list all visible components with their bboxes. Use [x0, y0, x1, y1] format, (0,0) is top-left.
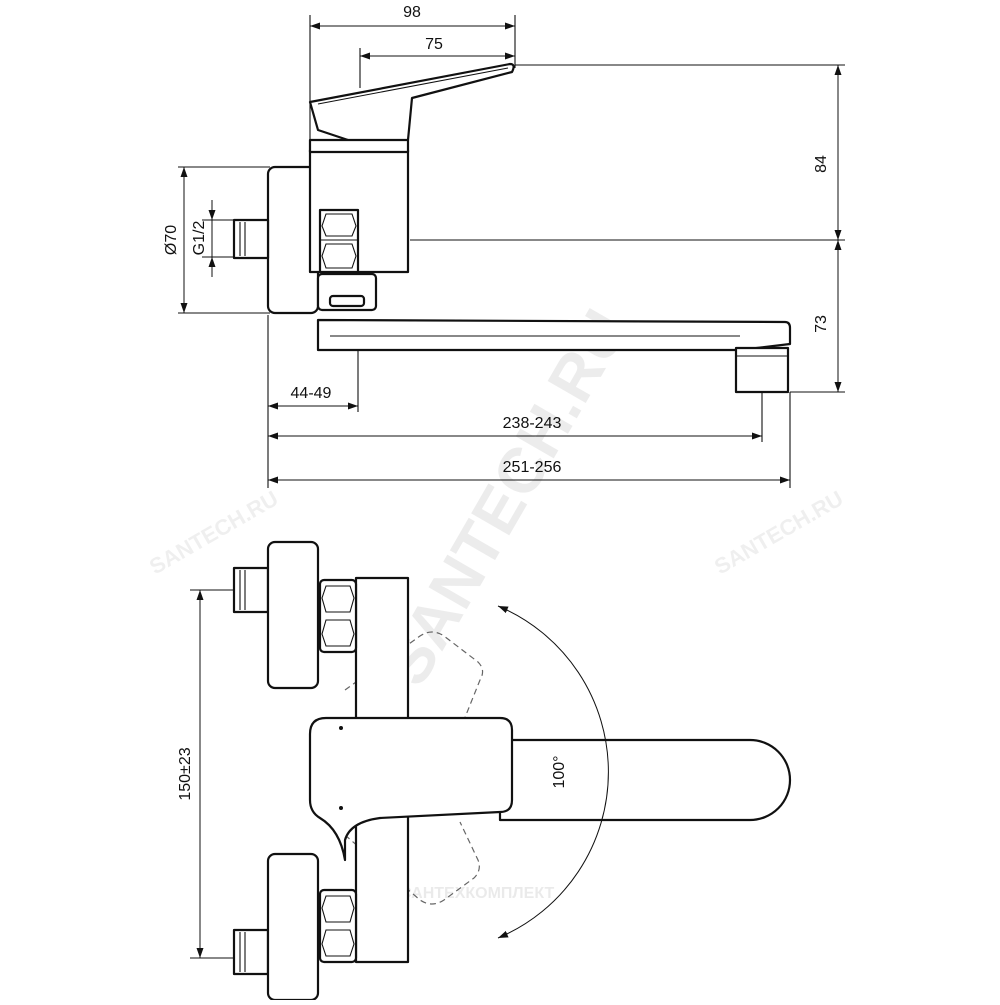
upper-inlet-pipe: [232, 566, 270, 614]
spout-side: [316, 318, 792, 352]
dim-label-150: 150±23: [177, 747, 194, 800]
upper-escutcheon: [266, 540, 320, 690]
lever-dot-top: [339, 726, 343, 730]
aerator-side: [734, 346, 790, 394]
dim-label-g12: G1/2: [191, 221, 208, 256]
dim-label-dia70: Ø70: [163, 225, 180, 255]
upper-hex-nut: [318, 578, 358, 654]
angle-arc: [497, 605, 609, 939]
lower-escutcheon: [266, 852, 320, 1002]
spout-top: [498, 738, 792, 822]
lever-handle-top: [308, 716, 514, 862]
dim-label-75: 75: [425, 36, 443, 53]
dim-label-238-243: 238-243: [503, 415, 562, 432]
lower-inlet-pipe: [232, 928, 270, 976]
dim-label-251-256: 251-256: [503, 459, 562, 476]
lower-hex-nut: [318, 888, 358, 964]
watermark-small-right: SANTECH.RU: [710, 486, 847, 580]
top-view: 100° 150±23: [177, 540, 792, 1002]
dim-label-84: 84: [813, 155, 830, 173]
watermark-main-text: SANTECH.RU: [370, 298, 642, 697]
hex-nut-side: [318, 208, 360, 274]
lever-rotated-down-outline: [344, 821, 480, 905]
angle-label: 100°: [551, 755, 568, 788]
lever-dot-bottom: [339, 806, 343, 810]
dim-label-44-49: 44-49: [291, 385, 332, 402]
lever-handle-side: [308, 62, 515, 146]
lever-rotated-up-outline: [344, 631, 484, 731]
dim-label-98: 98: [403, 4, 421, 21]
inlet-pipe-side: [232, 218, 270, 260]
side-view-dimensions: 98 75 84 73 Ø70 G1/2 44-49 238-243 251-2…: [163, 4, 842, 484]
watermark-main: SANTECH.RU: [370, 298, 642, 697]
dim-label-73: 73: [813, 315, 830, 333]
watermark-small-left: SANTECH.RU: [145, 486, 282, 580]
side-view: [178, 15, 845, 488]
watermark-bottom: САНТЕХКОМПЛЕКТ: [400, 885, 554, 902]
